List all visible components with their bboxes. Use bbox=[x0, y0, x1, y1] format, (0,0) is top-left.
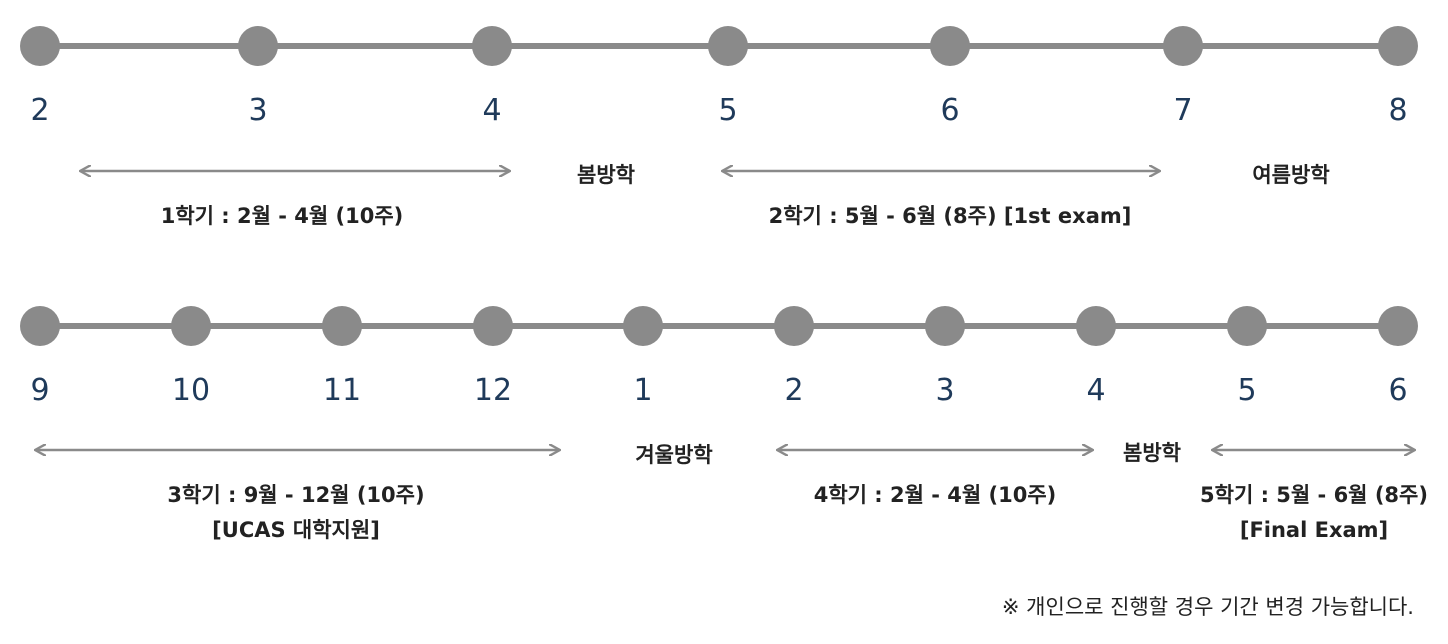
timeline-1-month-2: 3 bbox=[248, 93, 267, 128]
timeline-2-month-6: 2 bbox=[784, 373, 803, 408]
term-3-label: 3학기 : 9월 - 12월 (10주) bbox=[167, 483, 424, 507]
timeline-2-node-5 bbox=[623, 306, 663, 346]
timeline-1-node-3 bbox=[472, 26, 512, 66]
break-label-spring-1: 봄방학 bbox=[577, 163, 635, 187]
footnote: ※ 개인으로 진행할 경우 기간 변경 가능합니다. bbox=[1002, 595, 1414, 619]
timeline-2-month-9: 5 bbox=[1237, 373, 1256, 408]
term-2-label: 2학기 : 5월 - 6월 (8주) [1st exam] bbox=[769, 204, 1132, 228]
timeline-2-month-8: 4 bbox=[1086, 373, 1105, 408]
timeline-2-node-2 bbox=[171, 306, 211, 346]
timeline-1-month-3: 4 bbox=[482, 93, 501, 128]
timeline-2-month-5: 1 bbox=[633, 373, 652, 408]
break-label-spring-2: 봄방학 bbox=[1123, 441, 1181, 465]
timeline-1-month-1: 2 bbox=[30, 93, 49, 128]
timeline-1-month-6: 7 bbox=[1173, 93, 1192, 128]
timeline-1-node-4 bbox=[708, 26, 748, 66]
timeline-2-node-8 bbox=[1076, 306, 1116, 346]
term-1-label: 1학기 : 2월 - 4월 (10주) bbox=[161, 204, 404, 228]
timeline-1-node-6 bbox=[1163, 26, 1203, 66]
term-5-sublabel: [Final Exam] bbox=[1240, 518, 1388, 542]
timeline-1-month-7: 8 bbox=[1388, 93, 1407, 128]
timeline-2-month-3: 11 bbox=[323, 373, 361, 408]
term-3-sublabel: [UCAS 대학지원] bbox=[212, 518, 380, 542]
timeline-2-month-4: 12 bbox=[474, 373, 512, 408]
timeline-2-month-7: 3 bbox=[935, 373, 954, 408]
timeline-2-month-10: 6 bbox=[1388, 373, 1407, 408]
break-label-winter: 겨울방학 bbox=[635, 443, 712, 467]
timeline-1-node-7 bbox=[1378, 26, 1418, 66]
timeline-1-node-5 bbox=[930, 26, 970, 66]
timeline-1-node-2 bbox=[238, 26, 278, 66]
break-label-summer: 여름방학 bbox=[1252, 163, 1329, 187]
timeline-2: 9 10 11 12 1 2 3 4 5 6 겨울방학 봄방학 3학기 : 9월… bbox=[20, 306, 1428, 542]
timeline-1: 2 3 4 5 6 7 8 봄방학 여름방학 1학기 : 2월 - 4월 (10… bbox=[20, 26, 1418, 228]
timeline-1-node-1 bbox=[20, 26, 60, 66]
timeline-2-node-10 bbox=[1378, 306, 1418, 346]
term-5-label: 5학기 : 5월 - 6월 (8주) bbox=[1200, 483, 1428, 507]
timeline-2-node-6 bbox=[774, 306, 814, 346]
timeline-2-node-7 bbox=[925, 306, 965, 346]
timeline-2-node-9 bbox=[1227, 306, 1267, 346]
term-4-label: 4학기 : 2월 - 4월 (10주) bbox=[814, 483, 1057, 507]
timeline-1-month-4: 5 bbox=[718, 93, 737, 128]
timeline-2-node-1 bbox=[20, 306, 60, 346]
timeline-2-node-3 bbox=[322, 306, 362, 346]
timeline-2-node-4 bbox=[473, 306, 513, 346]
timeline-2-month-2: 10 bbox=[172, 373, 210, 408]
timeline-2-month-1: 9 bbox=[30, 373, 49, 408]
timeline-1-month-5: 6 bbox=[940, 93, 959, 128]
